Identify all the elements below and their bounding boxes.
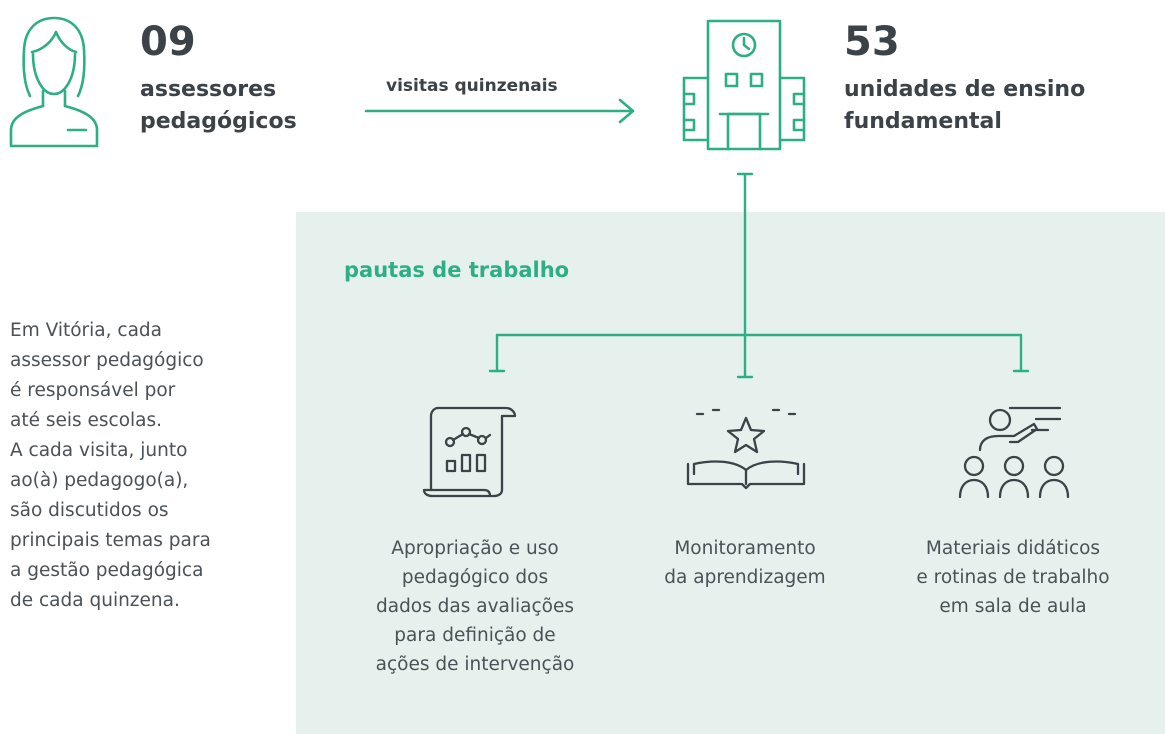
- panel-title: pautas de trabalho: [344, 258, 570, 282]
- description-line: é responsável por: [10, 380, 176, 401]
- data-report-icon: [422, 406, 517, 498]
- topic-materials-line: Materiais didáticos: [925, 538, 1101, 559]
- person-icon: [9, 16, 99, 148]
- schools-label-line: fundamental: [844, 109, 1002, 134]
- topic-materials-text: Materiais didáticos e rotinas de trabalh…: [883, 534, 1143, 621]
- topic-data-line: ações de intervenção: [375, 654, 575, 675]
- topic-monitoring-text: Monitoramento da aprendizagem: [618, 534, 872, 592]
- description-text: Em Vitória, cada assessor pedagógico é r…: [10, 316, 211, 616]
- right-arrow-icon: [364, 98, 635, 124]
- description-line: principais temas para: [10, 530, 211, 551]
- assessors-label-line: assessores: [140, 77, 277, 102]
- assessors-label: assessores pedagógicos: [140, 74, 297, 138]
- description-line: até seis escolas.: [10, 410, 163, 431]
- schools-count: 53: [844, 19, 900, 65]
- teacher-class-icon: [958, 406, 1070, 499]
- description-line: Em Vitória, cada: [10, 320, 162, 341]
- visits-arrow-label: visitas quinzenais: [386, 76, 558, 96]
- topic-data-line: pedagógico dos: [401, 567, 549, 588]
- topic-data-text: Apropriação e uso pedagógico dos dados d…: [335, 534, 615, 679]
- description-line: A cada visita, junto: [10, 440, 188, 461]
- description-line: são discutidos os: [10, 500, 169, 521]
- schools-label-line: unidades de ensino: [844, 77, 1086, 102]
- book-star-icon: [686, 408, 806, 490]
- schools-label: unidades de ensino fundamental: [844, 74, 1085, 138]
- description-line: de cada quinzena.: [10, 590, 180, 611]
- topic-data-line: dados das avaliações: [375, 596, 574, 617]
- topic-data-line: para definição de: [394, 625, 556, 646]
- description-line: ao(à) pedagogo(a),: [10, 470, 189, 491]
- topic-monitoring-line: da aprendizagem: [664, 567, 826, 588]
- description-line: assessor pedagógico: [10, 350, 204, 371]
- description-line: a gestão pedagógica: [10, 560, 204, 581]
- school-building-icon: [682, 19, 806, 151]
- assessors-label-line: pedagógicos: [140, 109, 297, 134]
- topic-materials-line: em sala de aula: [939, 596, 1087, 617]
- topic-monitoring-line: Monitoramento: [674, 538, 816, 559]
- topic-materials-line: e rotinas de trabalho: [916, 567, 1110, 588]
- assessors-count: 09: [140, 19, 196, 65]
- topic-data-line: Apropriação e uso: [391, 538, 559, 559]
